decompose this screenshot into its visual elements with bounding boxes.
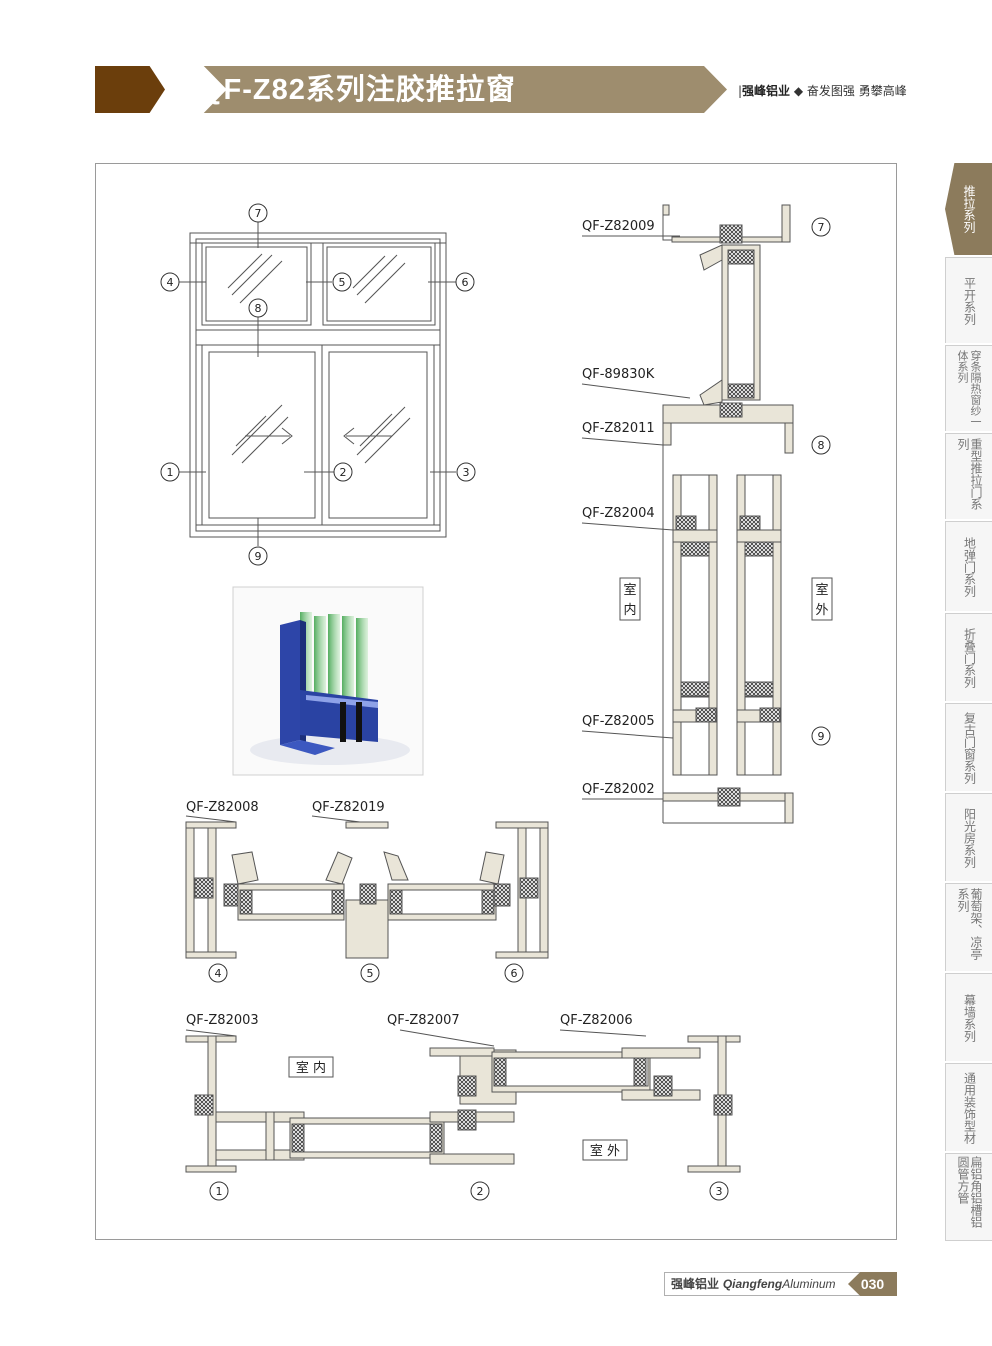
tab-label: 重型推拉门系列 (956, 437, 983, 510)
h-marker-5: 5 (360, 963, 380, 983)
indoor-label-h: 室 内 (296, 1060, 326, 1076)
svg-text:6: 6 (511, 967, 518, 980)
svg-text:7: 7 (818, 221, 825, 234)
svg-text:9: 9 (818, 730, 825, 743)
svg-text:3: 3 (463, 466, 470, 479)
svg-text:9: 9 (255, 550, 262, 563)
svg-text:1: 1 (216, 1185, 223, 1198)
svg-text:3: 3 (716, 1185, 723, 1198)
h-marker-1: 1 (209, 1181, 229, 1201)
tab-label: 折叠门系列 (962, 627, 977, 688)
elev-marker-7: 7 (248, 203, 268, 223)
elev-marker-9: 9 (248, 546, 268, 566)
code-qf-z82007: QF-Z82007 (387, 1013, 460, 1028)
tab-label: 复古门窗系列 (962, 711, 977, 784)
tab-label: 通用装饰型材 (962, 1071, 977, 1144)
svg-text:5: 5 (339, 276, 346, 289)
tab-push-pull[interactable]: 推拉系列 (945, 163, 992, 255)
tab-decorative-profile[interactable]: 通用装饰型材 (945, 1063, 992, 1151)
tab-label: 幕墙系列 (962, 993, 977, 1042)
elev-marker-5: 5 (332, 272, 352, 292)
window-elevation (178, 222, 456, 546)
vertical-section-labels: QF-Z82009 QF-89830K QF-Z82011 QF-Z82004 … (581, 217, 833, 800)
tab-retro-window[interactable]: 复古门窗系列 (945, 703, 992, 791)
v-marker-8: 8 (811, 435, 831, 455)
code-qf-89830k: QF-89830K (582, 367, 655, 382)
svg-text:6: 6 (462, 276, 469, 289)
tab-label: 葡萄架、凉亭系列 (956, 887, 983, 960)
elev-marker-6: 6 (455, 272, 475, 292)
elev-marker-1: 1 (160, 462, 180, 482)
tab-sunroom[interactable]: 阳光房系列 (945, 793, 992, 881)
elev-marker-3: 3 (456, 462, 476, 482)
code-qf-z82008: QF-Z82008 (186, 800, 259, 815)
svg-text:4: 4 (215, 967, 222, 980)
indoor-label-v-2: 内 (623, 602, 636, 618)
tab-label: 地弹门系列 (962, 536, 977, 597)
tab-folding-door[interactable]: 折叠门系列 (945, 613, 992, 701)
tab-flat-aluminum[interactable]: 扁铝角铝槽铝圆管方管 (945, 1153, 992, 1241)
outdoor-label-v-2: 外 (815, 603, 828, 618)
horizontal-section-top (185, 821, 549, 959)
svg-text:2: 2 (340, 466, 347, 479)
header-brand: |强峰铝业 ◆ 奋发图强 勇攀高峰 (738, 84, 907, 98)
svg-text:2: 2 (477, 1185, 484, 1198)
code-qf-z82006: QF-Z82006 (560, 1013, 633, 1028)
profile-3d-image (232, 586, 424, 776)
svg-text:7: 7 (255, 207, 262, 220)
horizontal-section-top-labels: QF-Z82008 QF-Z82019 4 5 6 (185, 800, 524, 983)
svg-text:5: 5 (367, 967, 374, 980)
vertical-section (662, 204, 794, 824)
h-marker-6: 6 (504, 963, 524, 983)
tab-curtain-wall[interactable]: 幕墙系列 (945, 973, 992, 1061)
elev-marker-4: 4 (160, 272, 180, 292)
content-frame (95, 163, 897, 1240)
v-marker-7: 7 (811, 217, 831, 237)
outdoor-label-v-1: 室 (815, 582, 828, 598)
tab-label: 平开系列 (962, 276, 977, 325)
tab-casement[interactable]: 平开系列 (945, 257, 992, 343)
h-marker-2: 2 (470, 1181, 490, 1201)
tab-heavy-sliding-door[interactable]: 重型推拉门系列 (945, 433, 992, 519)
indoor-label-v-1: 室 (623, 582, 636, 598)
outdoor-label-h: 室 外 (590, 1143, 620, 1159)
svg-text:8: 8 (818, 439, 825, 452)
tab-label: 阳光房系列 (962, 807, 977, 868)
footer-brand: 强峰铝业 QiangfengAluminum (664, 1272, 896, 1296)
code-qf-z82005: QF-Z82005 (582, 714, 655, 729)
horizontal-section-bottom (185, 1035, 741, 1173)
elev-marker-8: 8 (248, 298, 268, 318)
footer-brand-cn: 强峰铝业 (671, 1277, 720, 1291)
svg-text:8: 8 (255, 302, 262, 315)
h-marker-4: 4 (208, 963, 228, 983)
tab-thermal-screen[interactable]: 穿条隔热窗纱一体系列 (945, 345, 992, 431)
tab-label: 穿条隔热窗纱一体系列 (956, 349, 982, 427)
horizontal-section-bottom-labels: QF-Z82003 QF-Z82007 QF-Z82006 室 内 室 外 1 … (185, 1013, 729, 1201)
footer-brand-en-a: Qiangfeng (722, 1277, 783, 1291)
footer-brand-en-b: Aluminum (782, 1277, 836, 1291)
page-title: QF-Z82系列注胶推拉窗 (200, 74, 516, 106)
tab-floor-spring-door[interactable]: 地弹门系列 (945, 521, 992, 611)
elevation-markers: 7 4 5 6 8 1 2 3 9 (160, 203, 476, 566)
v-marker-9: 9 (811, 726, 831, 746)
h-marker-3: 3 (709, 1181, 729, 1201)
code-qf-z82003: QF-Z82003 (186, 1013, 259, 1028)
svg-text:4: 4 (167, 276, 174, 289)
brand-slogan: 奋发图强 勇攀高峰 (806, 84, 907, 98)
header-band (203, 66, 727, 113)
code-qf-z82019: QF-Z82019 (312, 800, 385, 815)
code-qf-z82009: QF-Z82009 (582, 219, 655, 234)
tab-label: 推拉系列 (962, 185, 976, 233)
code-qf-z82011: QF-Z82011 (582, 421, 655, 436)
brand-name: 强峰铝业 (742, 84, 791, 98)
tab-label: 扁铝角铝槽铝圆管方管 (956, 1156, 983, 1228)
tab-pergola[interactable]: 葡萄架、凉亭系列 (945, 883, 992, 971)
code-qf-z82004: QF-Z82004 (582, 506, 655, 521)
page-number: 030 (848, 1272, 897, 1296)
header-accent (95, 66, 165, 113)
svg-text:1: 1 (167, 466, 174, 479)
elev-marker-2: 2 (333, 462, 353, 482)
code-qf-z82002: QF-Z82002 (582, 782, 655, 797)
